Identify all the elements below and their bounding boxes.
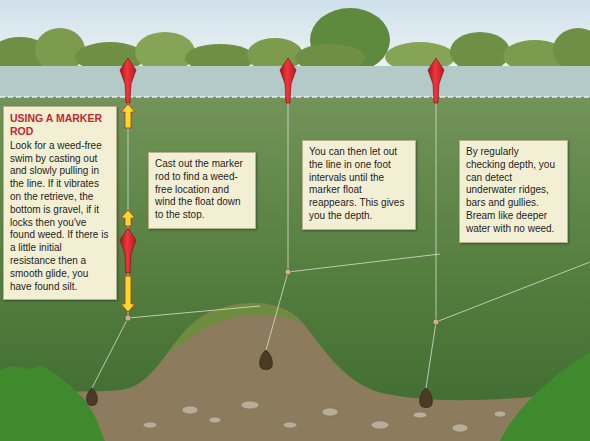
stone [322,408,338,416]
rod-line [288,254,440,272]
marker-float [428,58,444,103]
lead-weight [87,388,98,406]
mound-weed [170,304,300,352]
box-text: You can then let out the line in one foo… [309,146,409,223]
beads [125,269,439,325]
tree [553,28,590,72]
lead-weight [260,350,273,370]
lead-weight [420,388,433,408]
caption-box: You can then let out the line in one foo… [302,140,416,230]
rod-line [436,262,590,322]
stone [371,421,389,429]
stone [241,401,259,409]
box-text: Look for a weed-free swim by casting out… [10,140,110,294]
movement-arrows [121,104,135,312]
lake-bed [0,303,590,441]
marker-float [280,58,296,103]
down-arrow [121,276,135,312]
lead-line [92,318,128,388]
leads [87,350,433,408]
underwater [0,97,590,441]
weed-clump [0,365,105,441]
marker-lines [92,103,590,388]
weed-clump [500,352,590,441]
stone [452,424,468,432]
box-text: By regularly checking depth, you can det… [466,146,561,236]
gravel [143,401,506,432]
box-heading: USING A MARKER ROD [10,112,110,139]
water-line [0,96,590,98]
float-line [288,103,289,272]
rod-line [128,306,260,318]
tree-line [0,8,590,73]
up-arrow [121,210,135,226]
tree [35,28,85,72]
caption-box: USING A MARKER RODLook for a weed-free s… [3,106,117,300]
stone [283,422,297,428]
stone [143,422,157,428]
bead [285,269,291,275]
stone [209,417,221,423]
lead-line [266,272,288,350]
up-arrow [121,104,135,128]
weed [0,352,590,441]
float-line [436,103,437,322]
box-text: Cast out the marker rod to find a weed-f… [155,158,249,222]
bead [125,315,131,321]
stone [413,412,427,418]
stone [494,411,506,417]
caption-box: Cast out the marker rod to find a weed-f… [148,152,256,229]
caption-box: By regularly checking depth, you can det… [459,140,568,243]
stone [182,406,198,414]
floats [120,58,444,273]
marker-float [120,58,136,103]
marker-float [120,228,136,273]
lead-line [426,322,436,388]
bead [433,319,439,325]
